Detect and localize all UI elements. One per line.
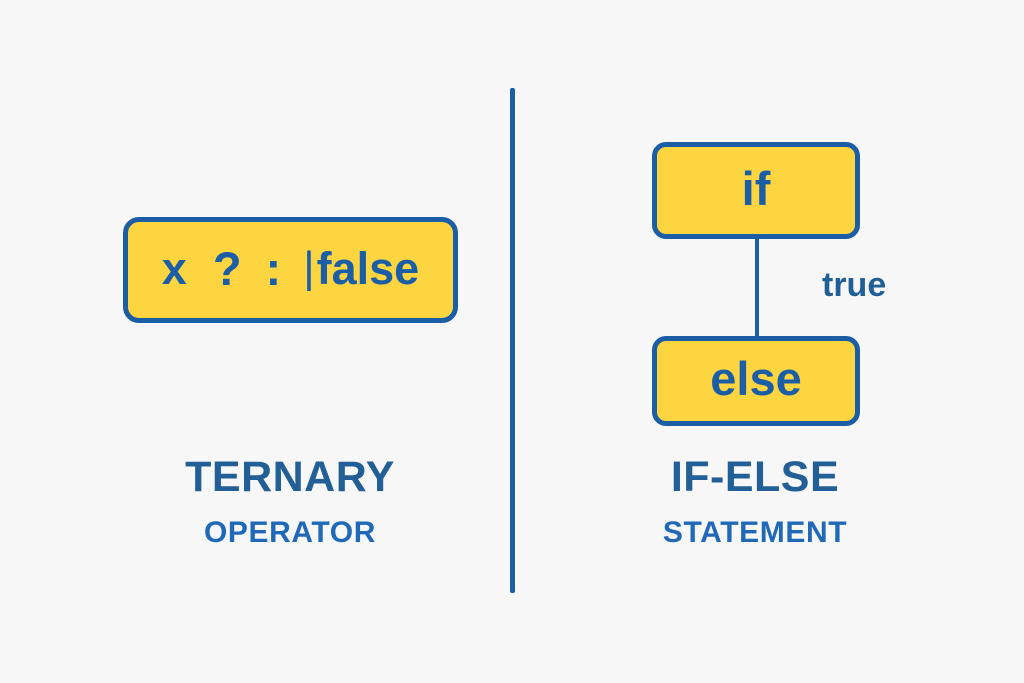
vertical-divider bbox=[510, 88, 515, 593]
if-else-caption-title: IF-ELSE bbox=[670, 453, 840, 501]
ternary-expression-box: x ? : | false bbox=[123, 217, 458, 323]
if-else-caption: IF-ELSE STATEMENT bbox=[545, 453, 965, 550]
edge-label-true: true bbox=[822, 266, 887, 304]
ternary-expression-text: x ? : | false bbox=[162, 245, 419, 296]
if-node-box: if bbox=[652, 142, 860, 239]
token-caret-cursor: | bbox=[303, 243, 315, 292]
else-node-label: else bbox=[710, 352, 802, 405]
ternary-caption-subtitle: OPERATOR bbox=[203, 516, 377, 550]
token-colon: : bbox=[265, 241, 282, 295]
token-false-value: false bbox=[316, 242, 420, 294]
if-else-caption-subtitle: STATEMENT bbox=[662, 516, 848, 550]
if-else-connector-line bbox=[755, 236, 759, 340]
ternary-caption: TERNARY OPERATOR bbox=[80, 453, 500, 550]
if-node-label: if bbox=[741, 161, 771, 215]
else-node-box: else bbox=[652, 336, 860, 426]
token-question-mark: ? bbox=[212, 241, 242, 295]
ternary-caption-title: TERNARY bbox=[185, 453, 395, 501]
token-variable: x bbox=[161, 242, 187, 294]
